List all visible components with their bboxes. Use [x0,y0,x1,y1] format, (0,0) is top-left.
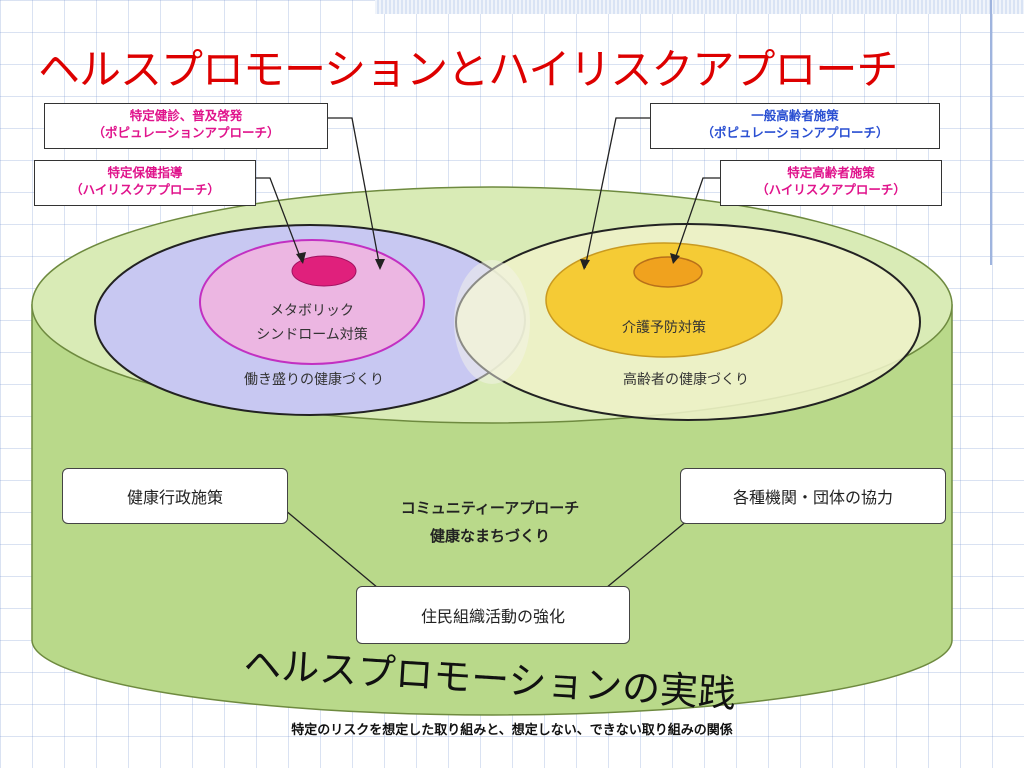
label-specific-health-guidance-line1: 特定保健指導 [107,165,183,180]
care-prevention-circle [545,242,783,358]
working-age-label: 働き盛りの健康づくり [244,371,384,388]
pointer-line-right-population [584,117,650,269]
organizations-box: 各種機関・団体の協力 [680,468,946,524]
pointer-line-left-population [328,117,381,269]
metabolic-core [291,255,357,287]
pointer-line-right-highrisk [673,177,720,263]
community-approach-line1: コミュニティーアプローチ [400,499,580,517]
diagram-caption: 特定のリスクを想定した取り組みと、想定しない、できない取り組みの関係 [291,723,733,738]
pointer-line-left-highrisk [256,177,303,263]
metabolic-circle [199,239,425,365]
care-prevention-core [633,256,703,288]
label-specific-checkup-line1: 特定健診、普及啓発 [129,108,243,123]
label-specific-elderly-policy: 特定高齢者施策 （ハイリスクアプローチ） [720,160,942,206]
label-specific-elderly-policy-line1: 特定高齢者施策 [787,165,875,180]
slide-title: ヘルスプロモーションとハイリスクアプローチ [38,45,898,94]
community-approach-text: コミュニティーアプローチ 健康なまちづくり [340,494,640,550]
label-specific-elderly-policy-line2: （ハイリスクアプローチ） [756,182,906,197]
community-approach-line2: 健康なまちづくり [429,527,550,545]
label-general-elderly-policy-line1: 一般高齢者施策 [751,108,839,123]
pointer-arrow-right-population [580,259,590,270]
pointer-arrow-right-highrisk [670,253,680,264]
care-prevention-label: 介護予防対策 [622,319,706,336]
header-decoration-rule [990,0,992,265]
header-decoration-band [375,0,1024,14]
label-general-elderly-policy-line2: （ポピュレーションアプローチ） [701,125,889,140]
overlap-highlight [454,260,530,384]
metabolic-label-line1: メタボリック [270,303,354,319]
label-specific-health-guidance-line2: （ハイリスクアプローチ） [70,182,220,197]
label-general-elderly-policy: 一般高齢者施策 （ポピュレーションアプローチ） [650,103,940,149]
label-specific-checkup: 特定健診、普及啓発 （ポピュレーションアプローチ） [44,103,328,149]
pointer-arrow-left-population [375,259,385,270]
connector-line-left [284,509,379,589]
metabolic-label-line2: シンドローム対策 [256,326,368,343]
label-specific-health-guidance: 特定保健指導 （ハイリスクアプローチ） [34,160,256,206]
resident-activity-box: 住民組織活動の強化 [356,586,630,644]
pointer-arrow-left-highrisk [296,252,306,264]
elderly-label: 高齢者の健康づくり [623,371,749,388]
label-specific-checkup-line2: （ポピュレーションアプローチ） [92,125,280,140]
health-admin-box: 健康行政施策 [62,468,288,524]
